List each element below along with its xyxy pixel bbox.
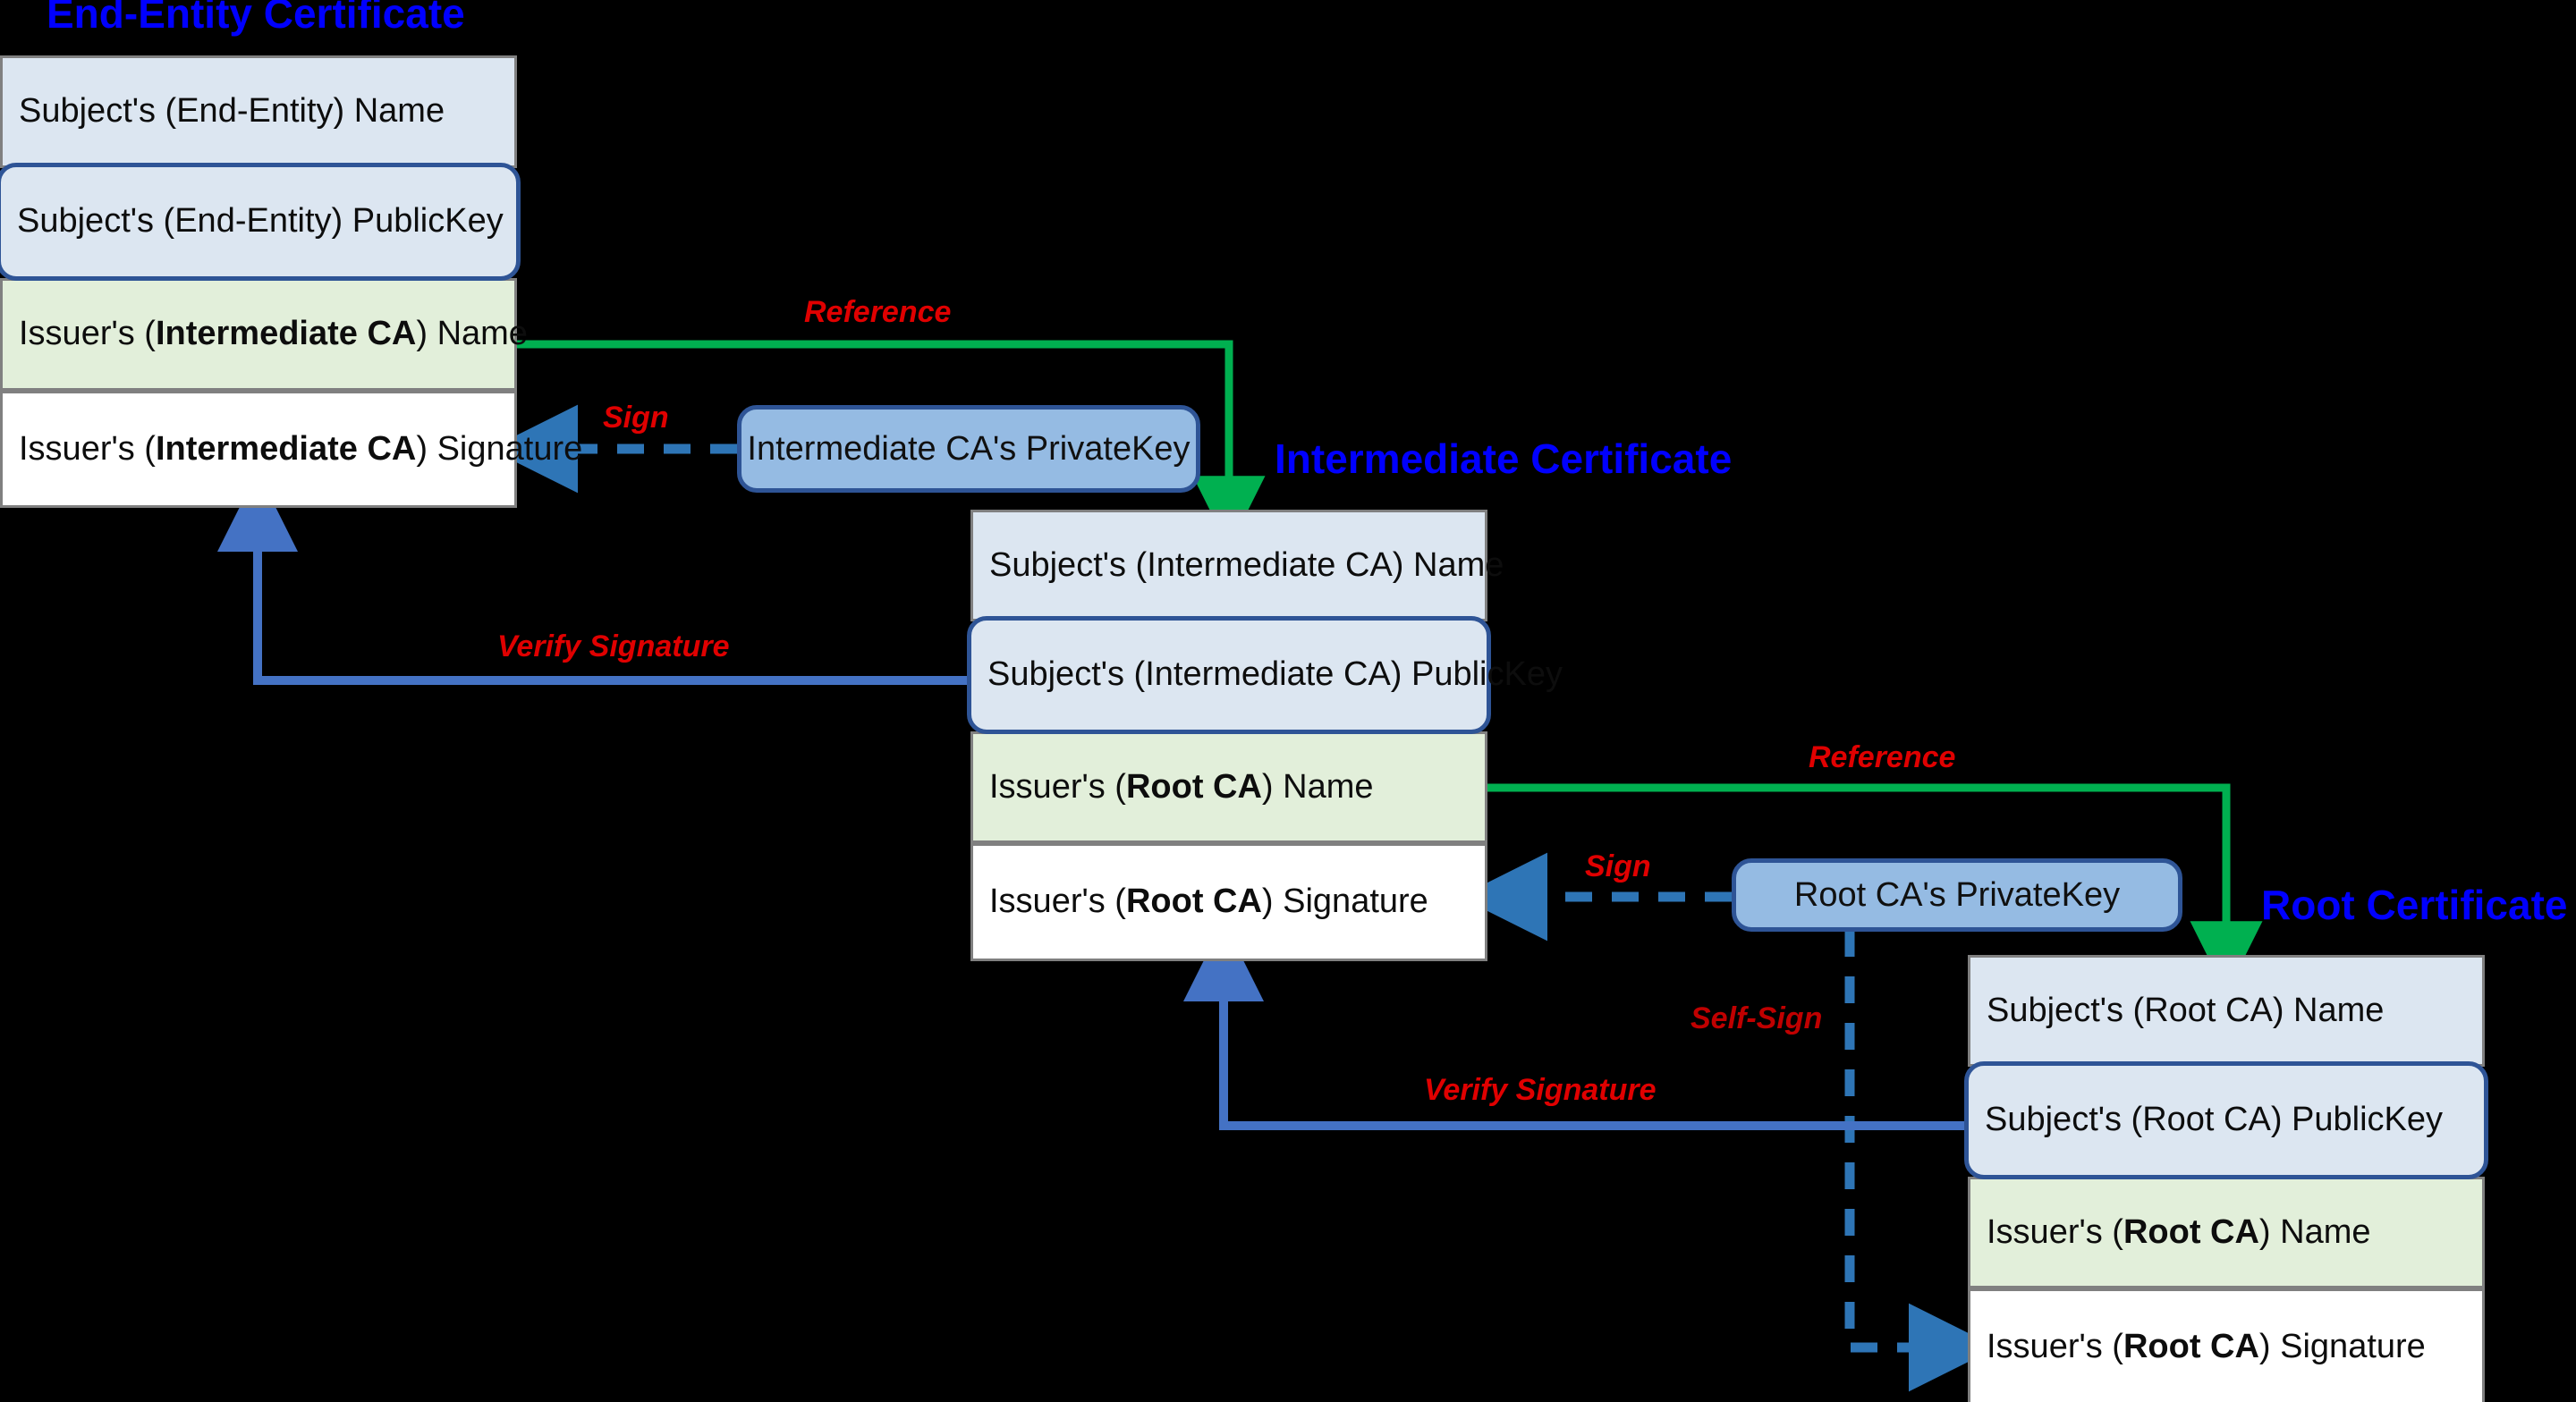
edge-reference-2 xyxy=(1487,783,2263,994)
end-entity-issuer-name-row: Issuer's (Intermediate CA) Name xyxy=(0,278,528,391)
root-certificate-title: Root Certificate xyxy=(2261,882,2568,928)
intermediate-certificate-title: Intermediate Certificate xyxy=(1275,435,1733,482)
end-entity-subject-name-row: Subject's (End-Entity) Name xyxy=(0,55,517,168)
intermediate-subject-publickey-label: Subject's (Intermediate CA) PublicKey xyxy=(987,655,1563,694)
root-issuer-name-label: Issuer's (Root CA) Name xyxy=(1987,1212,2371,1251)
end-entity-certificate-title: End-Entity Certificate xyxy=(47,0,465,37)
edge-verify-1 xyxy=(217,470,970,685)
edge-reference-1 xyxy=(517,340,1266,549)
intermediate-issuer-name-label: Issuer's (Root CA) Name xyxy=(989,767,1374,806)
end-entity-subject-publickey-label: Subject's (End-Entity) PublicKey xyxy=(17,202,504,241)
intermediate-issuer-name-row: Issuer's (Root CA) Name xyxy=(970,731,1487,843)
end-entity-issuer-name-label: Issuer's (Intermediate CA) Name xyxy=(19,315,528,353)
edge-label-verify-2: Verify Signature xyxy=(1424,1073,1657,1107)
end-entity-certificate-card: Subject's (End-Entity) Name Subject's (E… xyxy=(0,55,582,508)
root-subject-publickey-row: Subject's (Root CA) PublicKey xyxy=(1964,1061,2488,1179)
intermediate-subject-name-label: Subject's (Intermediate CA) Name xyxy=(989,545,1504,584)
root-ca-privatekey-box: Root CA's PrivateKey xyxy=(1732,858,2182,932)
edge-verify-2 xyxy=(1183,920,1968,1130)
intermediate-subject-name-row: Subject's (Intermediate CA) Name xyxy=(970,510,1504,621)
root-issuer-signature-label: Issuer's (Root CA) Signature xyxy=(1987,1328,2426,1366)
edge-label-verify-1: Verify Signature xyxy=(497,629,730,663)
edge-label-reference-1: Reference xyxy=(804,295,952,329)
intermediate-certificate-card: Subject's (Intermediate CA) Name Subject… xyxy=(967,510,1563,961)
root-certificate-card: Subject's (Root CA) Name Subject's (Root… xyxy=(1964,955,2488,1402)
root-issuer-signature-row: Issuer's (Root CA) Signature xyxy=(1968,1288,2485,1402)
intermediate-subject-publickey-row: Subject's (Intermediate CA) PublicKey xyxy=(967,616,1563,734)
edge-label-self-sign: Self-Sign xyxy=(1690,1001,1823,1035)
end-entity-issuer-signature-label: Issuer's (Intermediate CA) Signature xyxy=(19,429,583,468)
intermediate-issuer-signature-row: Issuer's (Root CA) Signature xyxy=(970,843,1487,961)
root-subject-name-row: Subject's (Root CA) Name xyxy=(1968,955,2485,1067)
root-subject-publickey-label: Subject's (Root CA) PublicKey xyxy=(1985,1101,2444,1139)
root-subject-name-label: Subject's (Root CA) Name xyxy=(1987,991,2385,1029)
intermediate-ca-privatekey-box: Intermediate CA's PrivateKey xyxy=(737,405,1200,493)
end-entity-subject-publickey-row: Subject's (End-Entity) PublicKey xyxy=(0,163,521,281)
intermediate-issuer-signature-label: Issuer's (Root CA) Signature xyxy=(989,883,1428,921)
intermediate-ca-privatekey-label: Intermediate CA's PrivateKey xyxy=(747,429,1191,468)
root-issuer-name-row: Issuer's (Root CA) Name xyxy=(1968,1177,2485,1288)
edge-label-sign-2: Sign xyxy=(1585,849,1651,883)
edge-label-sign-1: Sign xyxy=(603,401,669,435)
edge-label-reference-2: Reference xyxy=(1809,740,1956,774)
edge-self-sign xyxy=(1844,930,1997,1392)
end-entity-issuer-signature-row: Issuer's (Intermediate CA) Signature xyxy=(0,391,582,508)
end-entity-subject-name-label: Subject's (End-Entity) Name xyxy=(19,92,445,131)
root-ca-privatekey-label: Root CA's PrivateKey xyxy=(1793,875,2121,914)
